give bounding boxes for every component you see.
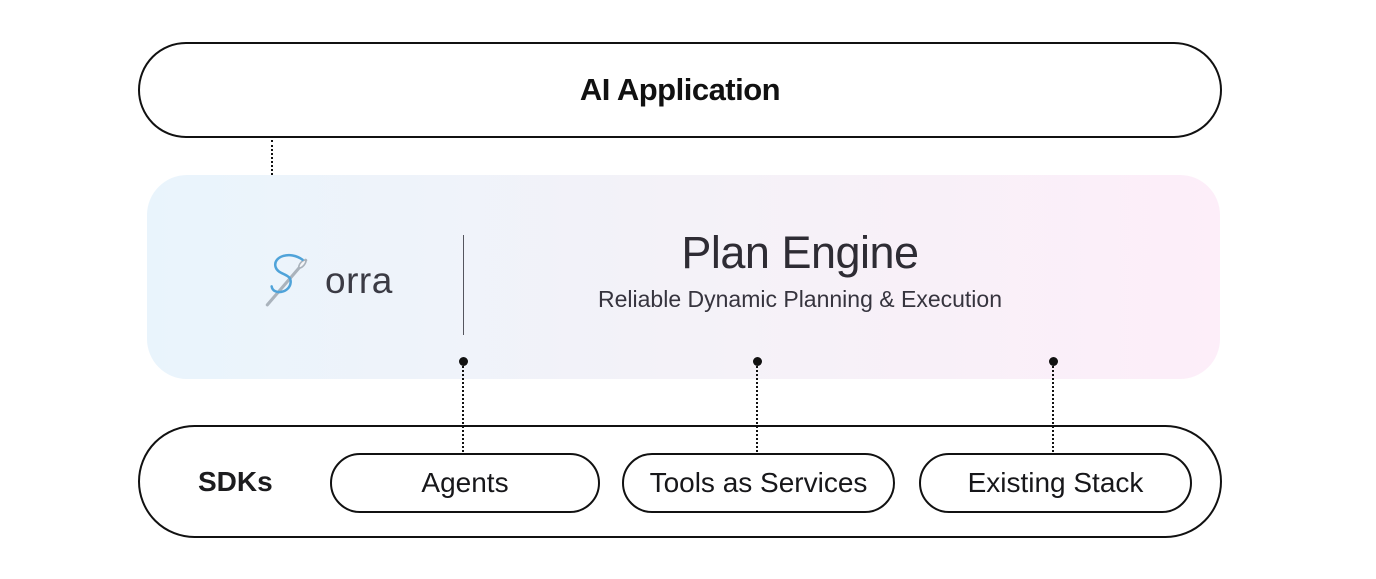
ai-application-label: AI Application — [579, 72, 781, 107]
orra-logo: orra — [262, 253, 393, 309]
sdk-pill-label: Existing Stack — [967, 467, 1144, 498]
sdk-pill-agents: Agents — [330, 453, 600, 513]
sdk-pill-tools-as-services: Tools as Services — [622, 453, 895, 513]
plan-engine-box: orra Plan Engine Reliable Dynamic Planni… — [147, 175, 1220, 379]
connector-endpoint-dot — [1048, 357, 1058, 366]
connector-endpoint-dot — [458, 357, 468, 366]
plan-engine-title: Plan Engine — [681, 227, 919, 278]
orra-brand-label: orra — [325, 260, 393, 301]
sdk-pill-existing-stack: Existing Stack — [919, 453, 1192, 513]
logo-divider — [463, 235, 464, 335]
connector-dotted-line — [462, 366, 464, 452]
connector-endpoint-dot — [752, 357, 762, 366]
needle-and-thread-icon — [262, 253, 312, 309]
sdk-layer-label: SDKs — [198, 465, 273, 497]
ai-application-box: AI Application — [138, 42, 1222, 138]
sdk-pill-label: Tools as Services — [649, 467, 868, 498]
sdk-pill-label: Agents — [421, 467, 509, 498]
plan-engine-subtitle: Reliable Dynamic Planning & Execution — [598, 286, 1002, 312]
connector-dotted-line — [271, 140, 273, 187]
sdk-layer-box: SDKs Agents Tools as Services Existing S… — [138, 425, 1222, 538]
connector-dotted-line — [756, 366, 758, 452]
plan-engine-title-group: Plan Engine Reliable Dynamic Planning & … — [560, 230, 1040, 313]
connector-dotted-line — [1052, 366, 1054, 452]
